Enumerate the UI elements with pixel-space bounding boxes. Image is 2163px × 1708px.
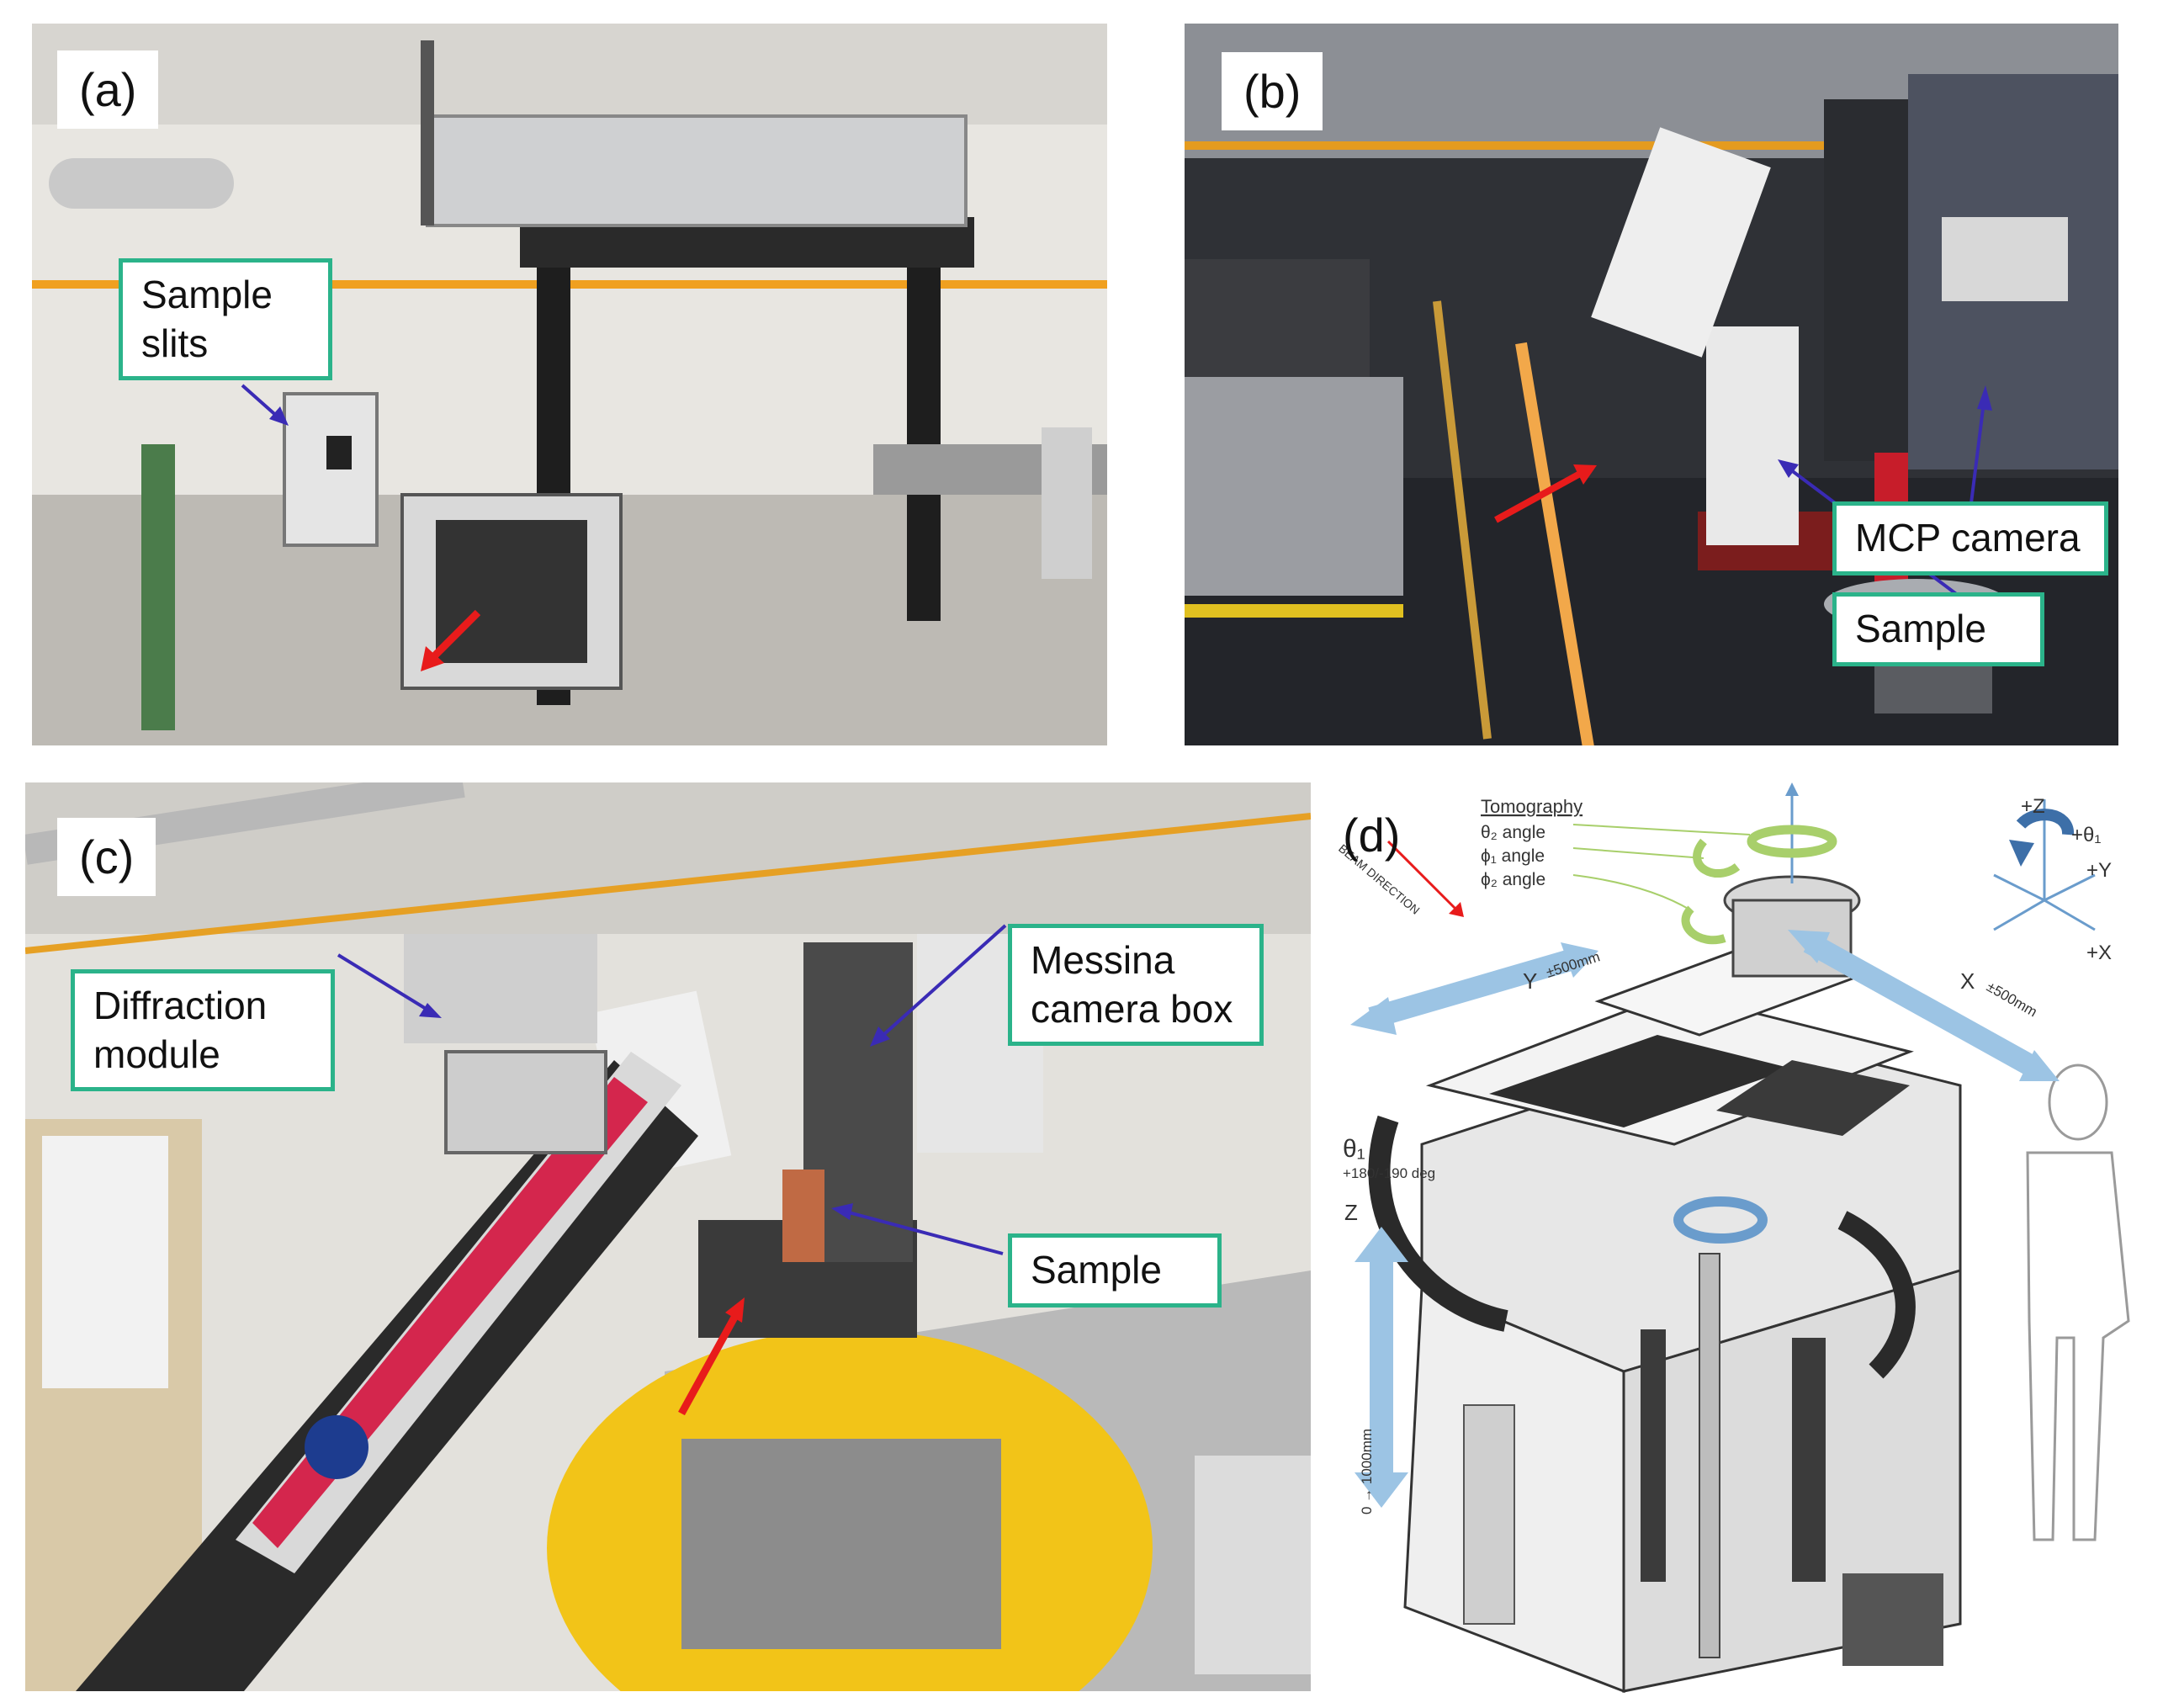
panel-c-diffraction-pointer xyxy=(337,953,429,1011)
panel-d-drawing: Tomography θ₂ angle ϕ₁ angle ϕ₂ angle BE… xyxy=(1321,782,2163,1708)
sample-slits-label: Sample slits xyxy=(119,258,332,380)
beam-direction-arrow xyxy=(1386,840,1457,910)
tomography-title: Tomography xyxy=(1481,796,1582,817)
sample-label-c: Sample xyxy=(1008,1233,1222,1308)
y-axis-label: Y xyxy=(1523,968,1537,994)
panel-c-beam-arrow xyxy=(678,1312,740,1416)
panel-a-beam-arrow xyxy=(428,609,481,662)
panel-a-photo: (a) Sample slits xyxy=(32,24,1107,745)
panel-a-scene xyxy=(32,24,1107,745)
panel-a-pointer-arrow xyxy=(241,384,282,421)
messina-camera-box-label: Messina camera box xyxy=(1008,924,1264,1046)
panel-c-photo: (c) Diffraction module Messina camera bo… xyxy=(25,782,1311,1691)
mcp-camera-label: MCP camera xyxy=(1832,501,2108,576)
human-scale-figure xyxy=(2026,1064,2130,1541)
phi1-angle-label: ϕ₁ angle xyxy=(1481,846,1545,866)
plus-theta1-label: +θ₁ xyxy=(2071,824,2101,846)
plus-theta1-rotation-arrow xyxy=(2016,809,2074,835)
plus-z-label: +Z xyxy=(2021,795,2045,818)
plus-x-label: +X xyxy=(2086,942,2112,964)
panel-a-letter: (a) xyxy=(57,50,159,129)
diffraction-module-label: Diffraction module xyxy=(71,969,335,1091)
phi2-rotation-arrow xyxy=(1681,905,1726,945)
panel-b-letter: (b) xyxy=(1222,52,1323,130)
phi1-rotation-arrow xyxy=(1693,838,1741,878)
panel-c-letter: (c) xyxy=(57,818,156,896)
z-range-label: 0 → 1000mm xyxy=(1359,1429,1375,1514)
panel-d-diagram: Tomography θ₂ angle ϕ₁ angle ϕ₂ angle BE… xyxy=(1321,782,2163,1708)
theta1-label: θ₁ xyxy=(1343,1135,1365,1163)
theta2-rotation-arrow xyxy=(1747,825,1837,858)
theta1-rotation-arrow xyxy=(1673,1196,1768,1244)
plus-y-label: +Y xyxy=(2086,859,2112,882)
sample-label-b: Sample xyxy=(1832,592,2044,666)
panel-b-beam-arrow xyxy=(1494,470,1582,523)
y-motion-arrow xyxy=(1368,948,1577,1029)
theta1-range-label: +180/-190 deg xyxy=(1343,1165,1435,1181)
phi2-angle-label: ϕ₂ angle xyxy=(1481,870,1545,889)
panel-c-sample-pointer xyxy=(845,1210,1004,1255)
panel-c-messina-pointer xyxy=(882,924,1007,1037)
z-axis-label: Z xyxy=(1344,1200,1358,1225)
x-motion-arrow xyxy=(1803,932,2042,1079)
theta2-angle-label: θ₂ angle xyxy=(1481,823,1545,842)
panel-d-letter: (d) xyxy=(1343,809,1401,862)
panel-b-photo: (b) MCP camera Sample xyxy=(1185,24,2118,745)
x-axis-label: X xyxy=(1960,968,1975,994)
